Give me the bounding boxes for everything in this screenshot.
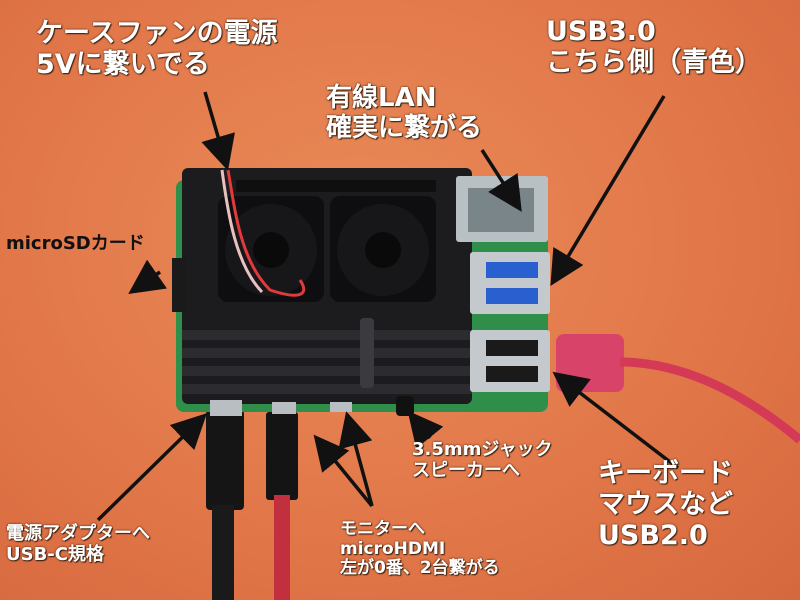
audio-jack [396, 396, 414, 416]
arrow-hdmi-1 [313, 434, 374, 508]
label-usb2: キーボード マウスなど USB2.0 [598, 458, 733, 552]
red-usb-cable [619, 357, 800, 444]
arrow-lan [480, 149, 522, 212]
label-fan-power: ケースファンの電源 5Vに繋いでる [36, 18, 278, 81]
arrow-jack [407, 410, 444, 449]
arrow-microsd [128, 259, 167, 294]
label-audio-jack: 3.5mmジャック スピーカーへ [412, 439, 553, 481]
label-usb3: USB3.0 こちら側（青色） [546, 16, 762, 79]
fan-right [330, 196, 436, 302]
usb2-port [470, 330, 550, 392]
arrow-hdmi-2 [338, 411, 374, 507]
usb-c-cable [206, 410, 244, 510]
arrow-usb3 [550, 95, 666, 287]
fan-wire [226, 169, 306, 297]
gpio-header [236, 180, 436, 192]
label-wired-lan: 有線LAN 確実に繋がる [326, 83, 483, 143]
micro-hdmi-cable [266, 412, 298, 500]
ethernet-port [456, 176, 548, 242]
arrow-fan-power [201, 91, 235, 171]
usb3-port [470, 252, 550, 314]
arrow-power [96, 413, 207, 522]
arrow-usb2 [552, 371, 680, 470]
label-microsd: microSDカード [6, 233, 145, 254]
label-power-adapter: 電源アダプターへ USB-C規格 [6, 523, 150, 565]
label-micro-hdmi: モニターへ microHDMI 左が0番、2台繋がる [340, 519, 500, 579]
microsd-slot [172, 258, 186, 312]
